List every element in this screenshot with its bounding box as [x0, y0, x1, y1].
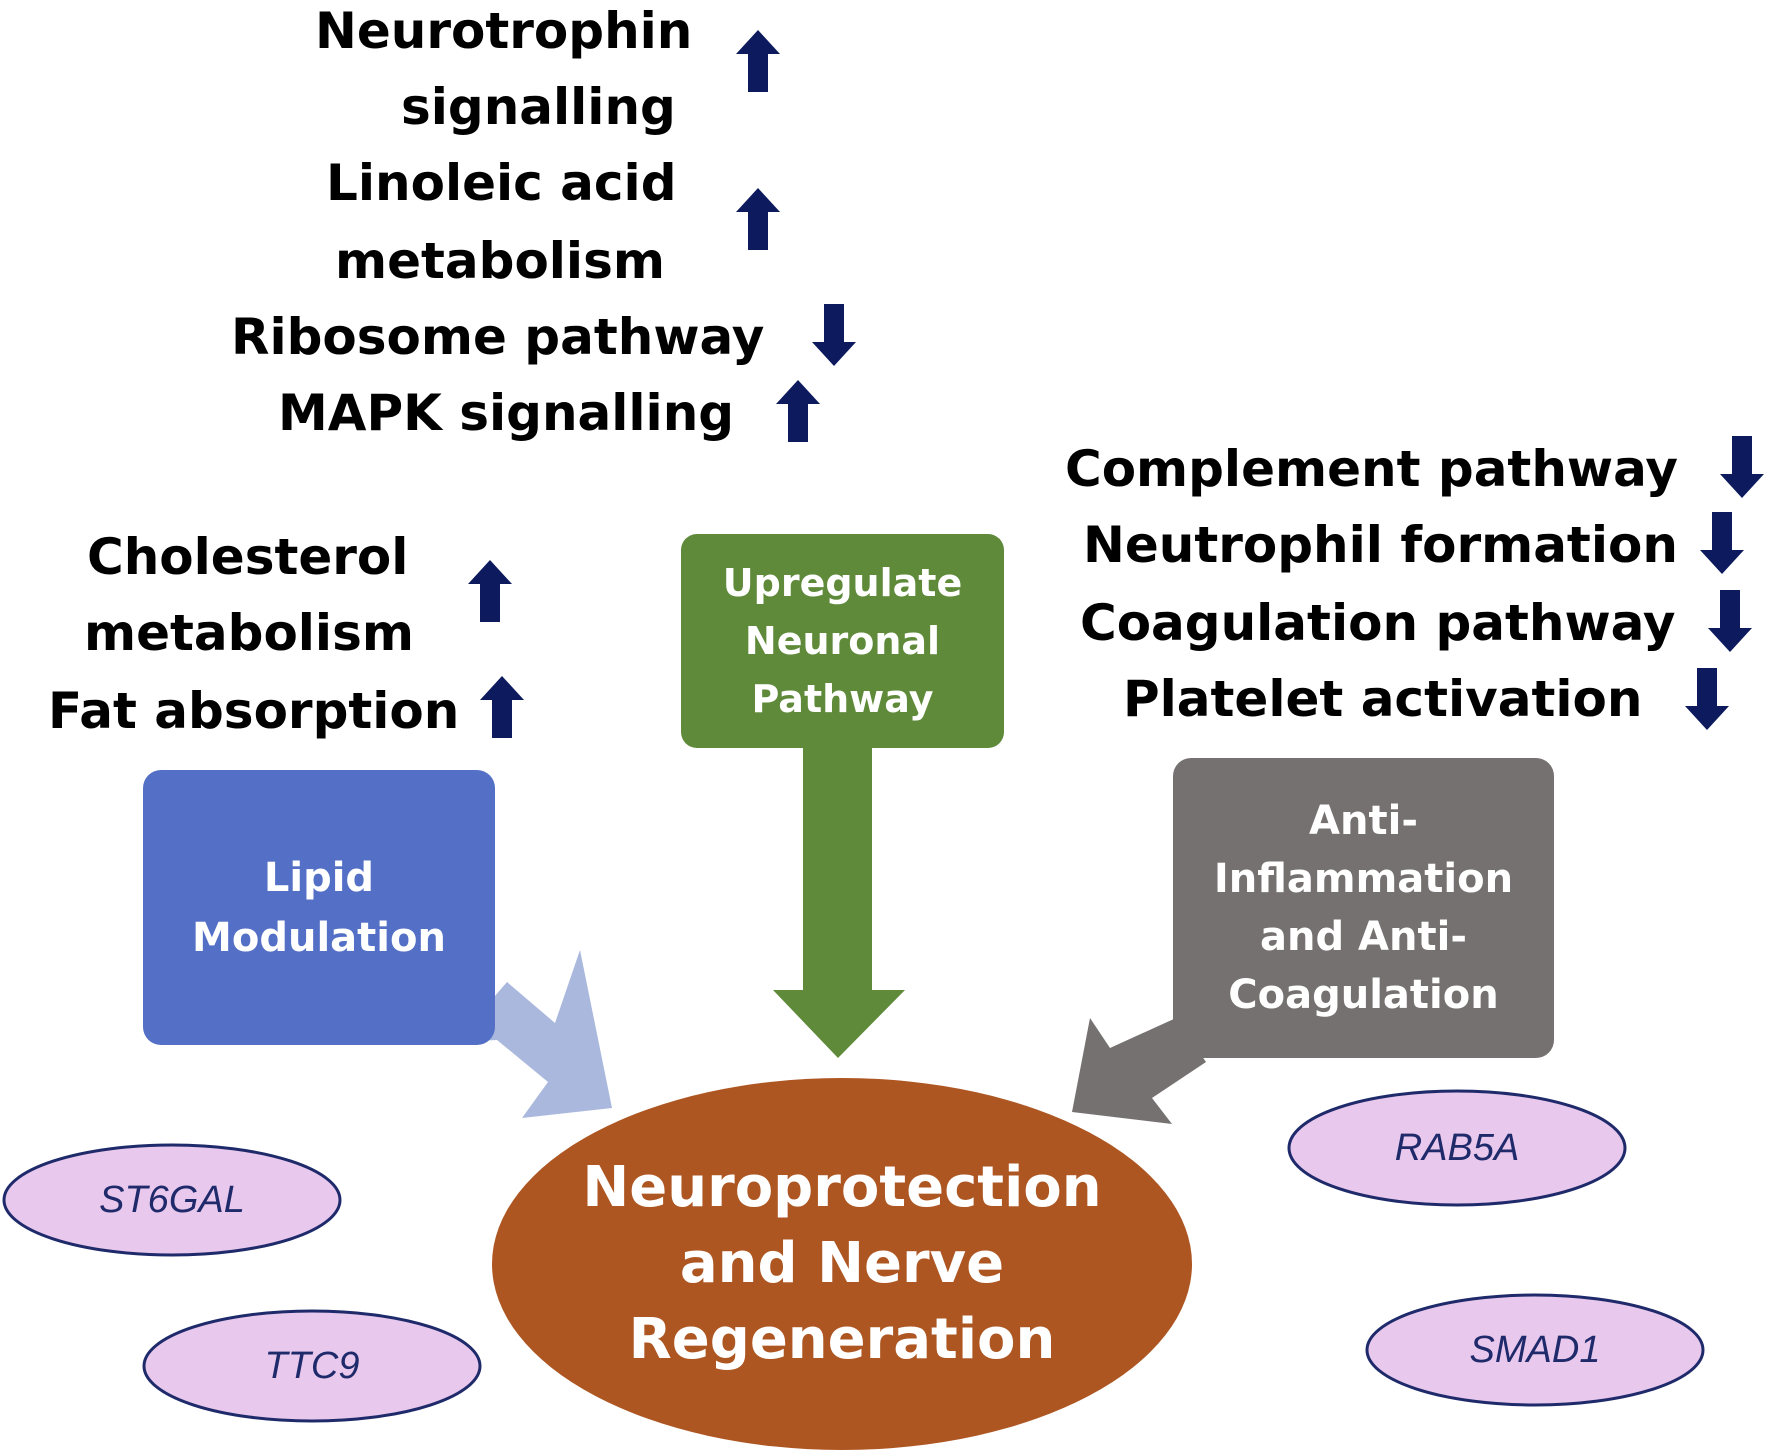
box-line: Lipid [263, 854, 375, 901]
lipid-arrow [455, 950, 612, 1118]
down-arrow-icon [812, 304, 856, 366]
center-line: Neuroprotection [582, 1155, 1102, 1220]
linoleic-label-2: metabolism [335, 232, 665, 290]
down-arrow-icon [1700, 512, 1744, 574]
gene-ellipse-smad1 [1365, 1293, 1705, 1407]
box-line: Upregulate [722, 561, 963, 605]
box-line: Anti- [1309, 798, 1418, 844]
gene-rab5a: RAB5A [1394, 1126, 1520, 1169]
up-arrow-icon [480, 676, 524, 738]
up-arrow-icon [736, 30, 780, 92]
up-arrow-icon [736, 188, 780, 250]
box-line: Coagulation [1228, 972, 1499, 1018]
neurotrophin-label-2: signalling [401, 78, 676, 136]
center-line: and Nerve [679, 1231, 1005, 1296]
down-arrow-icon [1720, 436, 1764, 498]
gene-ellipse-st6gal [2, 1143, 342, 1257]
neuroprotection-ellipse [492, 1078, 1192, 1450]
cholesterol-label-2: metabolism [84, 604, 414, 662]
lipid-modulation-box [143, 770, 495, 1045]
anti-inflammation-box [1173, 758, 1554, 1058]
mapk-label: MAPK signalling [278, 384, 735, 442]
box-line: Pathway [751, 677, 934, 721]
up-arrow-icon [776, 380, 820, 442]
lipid-modulation-text: Lipid Modulation [143, 770, 495, 1045]
fat-absorption-label: Fat absorption [48, 682, 460, 740]
coagulation-label: Coagulation pathway [1080, 594, 1676, 652]
complement-label: Complement pathway [1065, 440, 1678, 498]
gene-ttc9: TTC9 [264, 1344, 360, 1387]
gene-ellipse-ttc9 [142, 1309, 482, 1423]
box-line: Neuronal [744, 619, 941, 663]
neuronal-arrow [773, 748, 905, 1058]
upregulate-neuronal-box [681, 534, 1004, 748]
ribosome-label: Ribosome pathway [231, 308, 765, 366]
gene-smad1: SMAD1 [1469, 1328, 1601, 1371]
box-line: Modulation [192, 914, 446, 961]
cholesterol-label-1: Cholesterol [87, 528, 409, 586]
down-arrow-icon [1708, 590, 1752, 652]
neurotrophin-label-1: Neurotrophin [315, 2, 693, 60]
neutrophil-label: Neutrophil formation [1083, 516, 1678, 574]
anti-inflammation-text: Anti- Inflammation and Anti- Coagulation [1173, 758, 1554, 1058]
gene-ellipse-rab5a [1287, 1089, 1627, 1207]
center-line: Regeneration [628, 1307, 1056, 1372]
box-line: and Anti- [1260, 914, 1467, 960]
platelet-label: Platelet activation [1123, 670, 1643, 728]
upregulate-neuronal-text: Upregulate Neuronal Pathway [681, 534, 1004, 748]
up-arrow-icon [468, 560, 512, 622]
gene-st6gal: ST6GAL [99, 1178, 245, 1221]
box-line: Inflammation [1213, 856, 1514, 902]
down-arrow-icon [1685, 668, 1729, 730]
inflammation-arrow [1072, 1018, 1206, 1124]
linoleic-label-1: Linoleic acid [326, 154, 677, 212]
neuroprotection-text: Neuroprotection and Nerve Regeneration [492, 1078, 1192, 1450]
